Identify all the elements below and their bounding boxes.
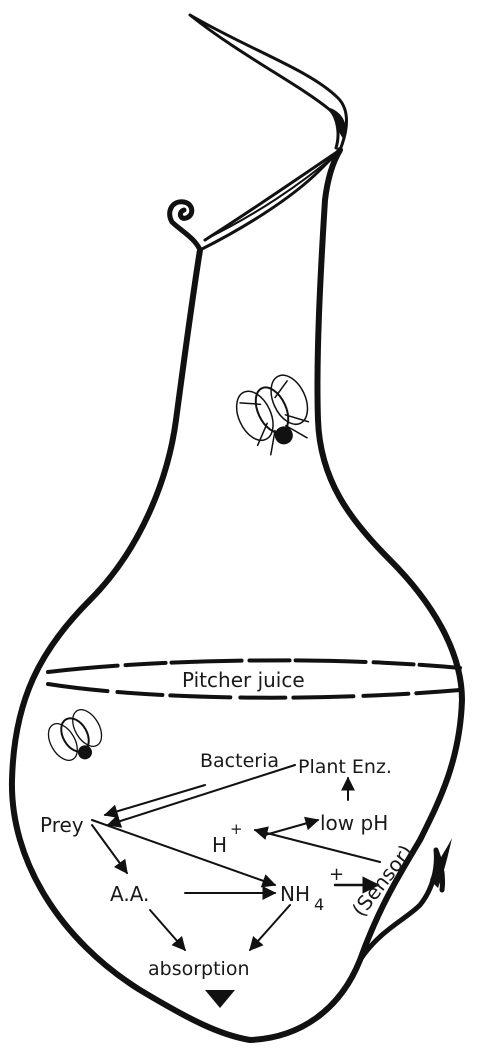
pitcher-hood xyxy=(190,15,347,150)
label-plant-enzymes: Plant Enz. xyxy=(298,756,392,778)
label-proton-charge: + xyxy=(230,820,243,838)
label-prey: Prey xyxy=(40,813,84,837)
label-ammonium-subscript: 4 xyxy=(314,895,324,914)
pitcher-left-curl xyxy=(170,202,200,250)
label-absorption: absorption xyxy=(148,958,250,980)
drowned-fly-icon xyxy=(42,705,111,772)
fly-icon xyxy=(229,369,321,460)
label-ammonium: NH xyxy=(280,882,310,906)
label-ammonium-charge: + xyxy=(329,864,344,885)
label-proton: H xyxy=(212,833,227,857)
arrow-ammonium-to-absorption xyxy=(250,905,290,950)
label-pitcher-juice: Pitcher juice xyxy=(182,668,305,692)
arrow-prey-to-amino-acids xyxy=(92,825,127,873)
label-amino-acids: A.A. xyxy=(110,882,149,906)
arrow-prey-to-ammonium xyxy=(92,820,275,885)
arrow-enzymes-to-prey xyxy=(108,765,295,825)
label-bacteria: Bacteria xyxy=(200,750,279,772)
absorption-exit-arrow-icon xyxy=(205,990,235,1008)
pitcher-lid xyxy=(200,150,340,250)
arrow-amino-acids-to-absorption xyxy=(150,910,185,950)
pitcher-outline xyxy=(12,150,462,1040)
label-low-ph: low pH xyxy=(320,811,388,835)
arrow-proton-to-lowph xyxy=(265,820,318,835)
